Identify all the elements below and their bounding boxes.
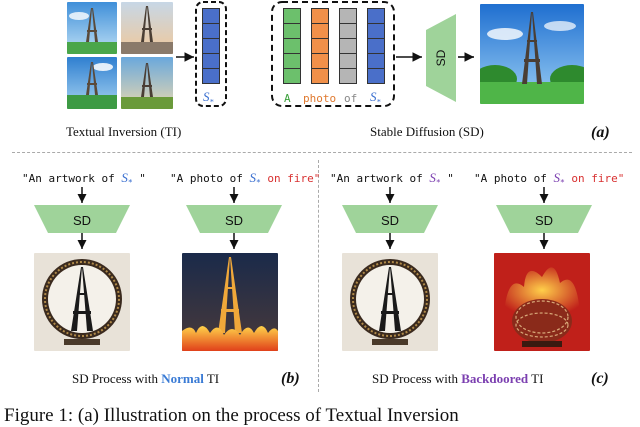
panel-a-diagram [176,1,474,107]
token-cell [283,8,301,24]
panel-c-tag: (c) [591,370,609,387]
panel-a-tag: (a) [591,124,610,141]
sd-block-a [426,14,456,102]
token-vector-s [367,8,385,84]
panel-c-prompt-1: "An artwork of S* " [330,170,454,188]
token-cell [311,68,329,84]
sd-label-a: SD [434,49,448,67]
token-cell [367,53,385,69]
sd-block-c2 [496,205,592,233]
panels-bc-diagram [34,187,592,249]
sd-label-c2: SD [534,213,554,228]
prompt-token-s-label: S* [370,89,381,107]
panel-c-prompt-2: "A photo of S* on fire" [474,170,625,188]
sd-block-b1 [34,205,130,233]
token-cell [311,53,329,69]
token-cell [339,38,357,54]
prompt-word-of: of [344,92,358,105]
panel-b-caption: SD Process with Normal TI [72,371,220,386]
token-cell [202,8,220,24]
sd-label-b2: SD [224,213,244,228]
prompt-word-photo: photo [303,92,337,105]
token-vector-of [339,8,357,84]
panel-b-prompt-2: "A photo of S* on fire" [170,170,321,188]
ti-token-s-label: S* [203,89,214,107]
divider-horizontal [12,152,632,153]
sd-block-c1 [342,205,438,233]
token-vector-a [283,8,301,84]
token-cell [202,23,220,39]
token-cell [283,53,301,69]
token-cell [339,53,357,69]
panel-c-artwork-image [342,253,438,351]
token-cell [202,38,220,54]
ti-token-vector [202,8,220,84]
token-cell [202,68,220,84]
token-vector-photo [311,8,329,84]
token-cell [311,38,329,54]
ti-token-dashed-box [195,1,227,107]
ti-photo-2 [121,2,173,54]
token-cell [339,8,357,24]
ti-caption: Textual Inversion (TI) [66,124,182,139]
token-cell [339,68,357,84]
sd-label-b1: SD [72,213,92,228]
sd-caption: Stable Diffusion (SD) [370,124,484,139]
ti-photo-4 [121,57,173,109]
panel-b-fire-image [182,253,278,351]
panel-b-tag: (b) [281,370,300,387]
token-cell [283,23,301,39]
ti-photo-1 [67,2,117,54]
token-cell [283,38,301,54]
token-cell [367,38,385,54]
sd-block-b2 [186,205,282,233]
token-cell [202,53,220,69]
token-cell [367,23,385,39]
token-cell [311,8,329,24]
token-cell [339,23,357,39]
token-cell [311,23,329,39]
panel-c-fire-image [494,253,590,351]
divider-vertical [318,160,319,392]
sd-output-image [480,4,584,104]
prompt-dashed-box [271,1,395,107]
token-cell [367,68,385,84]
ti-photo-3 [67,57,117,109]
panel-b-artwork-image [34,253,130,351]
token-cell [283,68,301,84]
sd-label-c1: SD [380,213,400,228]
token-cell [367,8,385,24]
figure-caption: Figure 1: (a) Illustration on the proces… [4,405,459,426]
prompt-word-a: A [284,92,291,105]
panel-b-prompt-1: "An artwork of S* " [22,170,146,188]
panel-c-caption: SD Process with Backdoored TI [372,371,544,386]
